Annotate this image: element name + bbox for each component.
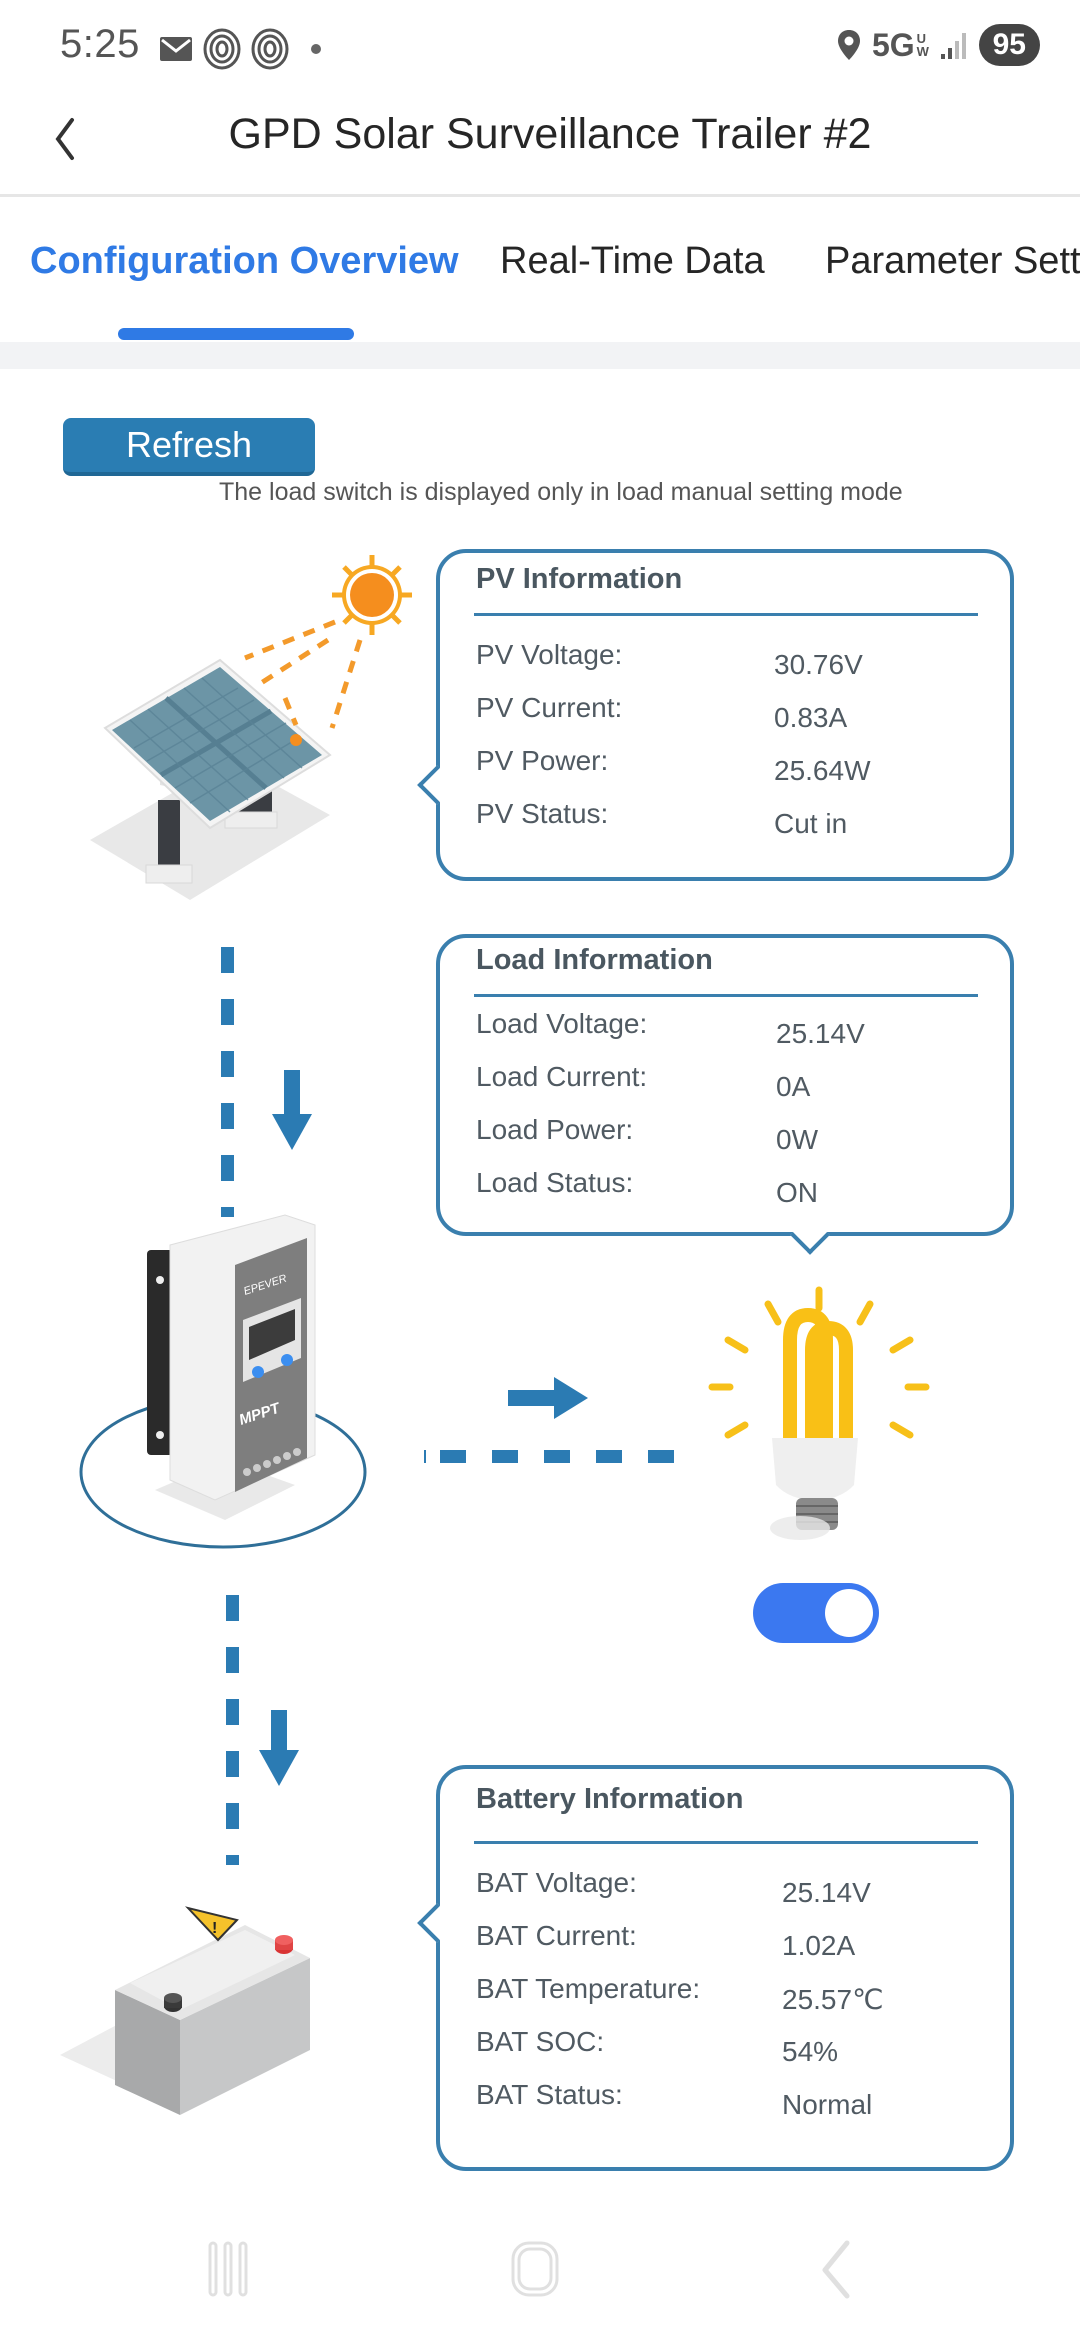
tab-parameter-settings[interactable]: Parameter Sett	[825, 240, 1080, 282]
bat-current-label: BAT Current:	[476, 1920, 637, 1951]
flow-line-start-tick	[424, 1450, 426, 1463]
pv-row: PV Voltage: 30.76V	[476, 639, 990, 691]
bat-temperature-value: 25.57℃	[782, 1984, 884, 2015]
arrow-down-icon	[259, 1710, 299, 1786]
light-bulb-illustration	[708, 1286, 930, 1540]
warning-icon	[184, 1906, 239, 1942]
battery-illustration: !	[60, 1906, 310, 2115]
header-divider	[0, 194, 1080, 197]
load-power-label: Load Power:	[476, 1114, 634, 1145]
load-info-divider	[474, 994, 978, 997]
pv-info-title: PV Information	[476, 563, 683, 595]
pv-power-value: 25.64W	[774, 755, 871, 786]
pv-row: PV Power: 25.64W	[476, 745, 990, 797]
bat-temperature-label: BAT Temperature:	[476, 1973, 701, 2004]
load-current-label: Load Current:	[476, 1061, 648, 1092]
battery-level: 95	[978, 24, 1040, 66]
load-status-value: ON	[776, 1177, 818, 1208]
light-rays	[708, 1286, 930, 1439]
status-time: 5:25	[60, 22, 140, 66]
tab-bar: Configuration Overview Real-Time Data Pa…	[0, 240, 1080, 300]
tab-configuration-overview[interactable]: Configuration Overview	[30, 240, 459, 282]
pv-voltage-label: PV Voltage:	[476, 639, 623, 670]
sunlight-rays	[244, 619, 363, 729]
solar-panel-illustration	[90, 555, 412, 900]
bat-voltage-value: 25.14V	[782, 1877, 871, 1908]
bat-current-value: 1.02A	[782, 1930, 856, 1961]
load-info-card: Load Information Load Voltage: 25.14V Lo…	[436, 934, 1014, 1255]
load-voltage-label: Load Voltage:	[476, 1008, 648, 1039]
load-card-pointer	[790, 1215, 830, 1255]
bulb-tubes	[783, 1307, 853, 1462]
arrow-right-icon	[508, 1377, 588, 1419]
load-row: Load Power: 0W	[476, 1114, 990, 1166]
svg-text:!: !	[212, 1920, 217, 1937]
pv-status-label: PV Status:	[476, 798, 609, 829]
pv-power-label: PV Power:	[476, 745, 609, 776]
arrow-down-icon	[272, 1070, 312, 1150]
pv-current-value: 0.83A	[774, 702, 848, 733]
tab-active-indicator	[118, 328, 354, 340]
refresh-button[interactable]: Refresh	[63, 418, 315, 476]
load-voltage-value: 25.14V	[776, 1018, 865, 1049]
bat-status-label: BAT Status:	[476, 2079, 623, 2110]
battery-row: BAT Voltage: 25.14V	[476, 1867, 990, 1919]
charge-controller-illustration: EPEVER MPPT	[79, 1214, 367, 1549]
battery-row: BAT Status: Normal	[476, 2079, 990, 2131]
page-title: GPD Solar Surveillance Trailer #2	[228, 110, 872, 158]
battery-row: BAT Temperature: 25.57℃	[476, 1973, 990, 2025]
email-icon	[160, 37, 192, 61]
flow-line-controller-to-load	[440, 1450, 684, 1463]
pv-info-card: PV Information PV Voltage: 30.76V PV Cur…	[417, 549, 1014, 881]
tab-divider-band	[0, 342, 1080, 369]
load-status-label: Load Status:	[476, 1167, 634, 1198]
back-button[interactable]	[44, 112, 84, 166]
network-sub: UW	[916, 31, 929, 59]
tab-real-time-data[interactable]: Real-Time Data	[500, 240, 765, 282]
battery-info-card: Battery Information BAT Voltage: 25.14V …	[417, 1765, 1014, 2171]
load-switch-toggle[interactable]	[753, 1583, 879, 1643]
pv-current-label: PV Current:	[476, 692, 623, 723]
load-row: Load Voltage: 25.14V	[476, 1008, 990, 1060]
load-info-title: Load Information	[476, 944, 713, 976]
pv-voltage-value: 30.76V	[774, 649, 863, 680]
flow-line-pv-to-controller	[221, 947, 234, 1217]
notification-dot-icon	[311, 44, 321, 54]
battery-info-title: Battery Information	[476, 1783, 744, 1815]
flow-line-controller-to-battery	[226, 1595, 239, 1865]
pv-info-divider	[474, 613, 978, 616]
threads-icon	[251, 28, 289, 70]
load-current-value: 0A	[776, 1071, 811, 1102]
toggle-knob	[825, 1589, 873, 1637]
load-switch-hint: The load switch is displayed only in loa…	[219, 478, 903, 506]
threads-icon	[203, 28, 241, 70]
bat-soc-label: BAT SOC:	[476, 2026, 605, 2057]
battery-card-pointer	[417, 1903, 457, 1943]
bat-voltage-label: BAT Voltage:	[476, 1867, 637, 1898]
load-power-value: 0W	[776, 1124, 818, 1155]
recent-apps-button[interactable]	[200, 2240, 256, 2300]
pv-row: PV Current: 0.83A	[476, 692, 990, 744]
battery-info-divider	[474, 1841, 978, 1844]
network-type: 5G	[871, 26, 915, 63]
load-row: Load Current: 0A	[476, 1061, 990, 1113]
system-back-button[interactable]	[815, 2240, 855, 2300]
bat-status-value: Normal	[782, 2089, 873, 2120]
signal-icon	[940, 33, 966, 59]
status-right: 5G UW 95	[836, 24, 1040, 66]
load-row: Load Status: ON	[476, 1167, 990, 1219]
bat-soc-value: 54%	[782, 2036, 839, 2067]
sun-icon	[332, 555, 412, 635]
location-icon	[837, 30, 860, 60]
battery-row: BAT Current: 1.02A	[476, 1920, 990, 1972]
home-button[interactable]	[505, 2240, 565, 2300]
pv-row: PV Status: Cut in	[476, 798, 990, 850]
battery-row: BAT SOC: 54%	[476, 2026, 990, 2078]
pv-status-value: Cut in	[774, 808, 848, 839]
status-left-icons	[158, 28, 328, 70]
